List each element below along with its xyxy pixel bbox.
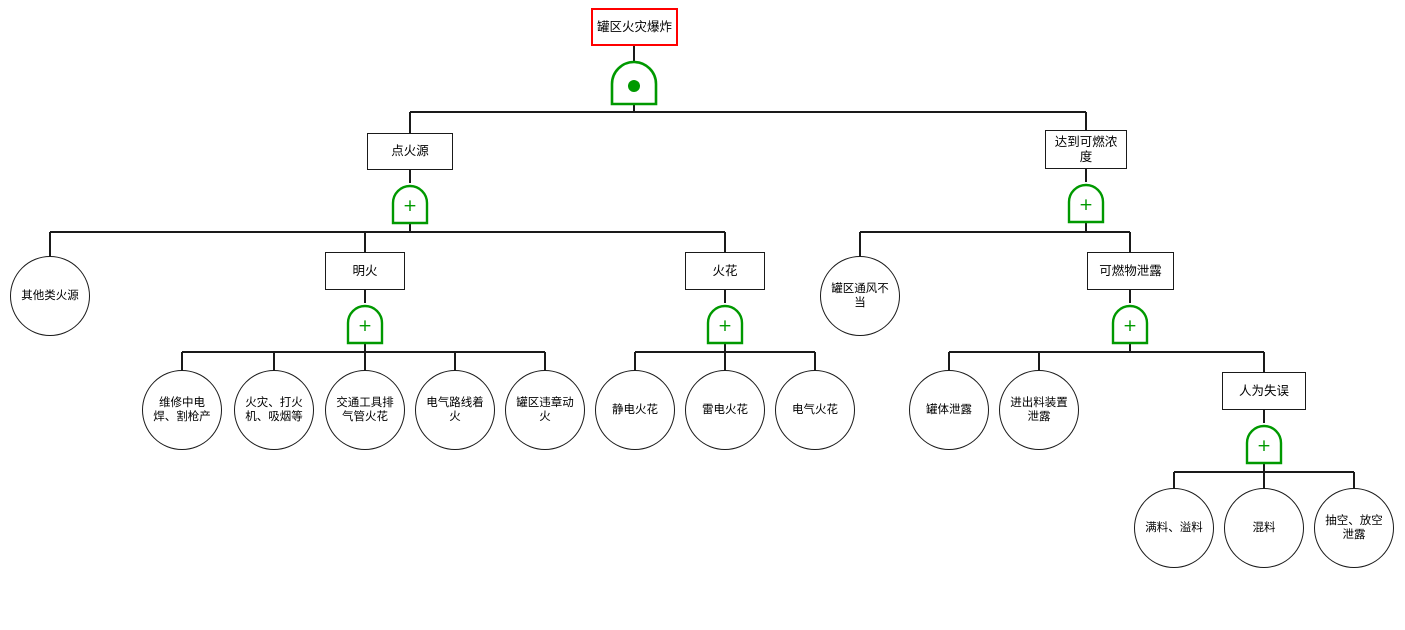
- svg-text:+: +: [358, 316, 372, 336]
- node-tank-body-leak[interactable]: 罐体泄露: [909, 370, 989, 450]
- svg-text:+: +: [1123, 316, 1137, 336]
- node-ignition-source-label: 点火源: [391, 143, 429, 159]
- node-bad-ventilation-label: 罐区通风不 当: [831, 281, 889, 309]
- node-top-event-label: 罐区火灾爆炸: [597, 18, 673, 34]
- node-lightning-spark[interactable]: 雷电火花: [685, 370, 765, 450]
- node-open-flame-label: 明火: [352, 262, 378, 278]
- node-vehicle-exhaust-spark[interactable]: 交通工具排 气管火花: [325, 370, 405, 450]
- node-lightning-spark-label: 雷电火花: [702, 402, 748, 417]
- or-gate-open-flame: +: [346, 304, 384, 345]
- svg-text:+: +: [1257, 436, 1271, 456]
- node-illegal-hot-work[interactable]: 罐区违章动 火: [505, 370, 585, 450]
- node-human-error[interactable]: 人为失误: [1222, 372, 1306, 410]
- node-evacuation-venting-leak-label: 抽空、放空 泄露: [1325, 513, 1383, 541]
- node-fire-lighter-smoking[interactable]: 火灾、打火 机、吸烟等: [234, 370, 314, 450]
- node-fire-lighter-smoking-label: 火灾、打火 机、吸烟等: [245, 395, 303, 423]
- or-gate-ignition-source: +: [391, 184, 429, 225]
- svg-text:+: +: [718, 316, 732, 336]
- node-overfill-spill-label: 满料、溢料: [1145, 520, 1203, 535]
- node-spark[interactable]: 火花: [685, 252, 765, 290]
- or-gate-human-error: +: [1245, 424, 1283, 465]
- node-flammable-concentration-label: 达到可燃浓 度: [1054, 133, 1118, 164]
- node-human-error-label: 人为失误: [1238, 382, 1289, 398]
- svg-text:+: +: [403, 196, 417, 216]
- node-welding-cutting-label: 维修中电 焊、割枪产: [153, 395, 211, 423]
- node-electric-line-fire-label: 电气路线着 火: [426, 395, 484, 423]
- node-overfill-spill[interactable]: 满料、溢料: [1134, 488, 1214, 568]
- node-electric-line-fire[interactable]: 电气路线着 火: [415, 370, 495, 450]
- node-static-spark[interactable]: 静电火花: [595, 370, 675, 450]
- and-gate-top-event: [610, 60, 658, 106]
- or-gate-flammable-concentration: +: [1067, 183, 1105, 224]
- node-other-fire-sources-label: 其他类火源: [21, 288, 79, 303]
- node-open-flame[interactable]: 明火: [325, 252, 405, 290]
- node-electrical-spark-label: 电气火花: [792, 402, 838, 417]
- node-tank-body-leak-label: 罐体泄露: [926, 402, 972, 417]
- node-evacuation-venting-leak[interactable]: 抽空、放空 泄露: [1314, 488, 1394, 568]
- node-static-spark-label: 静电火花: [612, 402, 658, 417]
- node-combustible-leak-label: 可燃物泄露: [1099, 262, 1162, 278]
- or-gate-spark: +: [706, 304, 744, 345]
- node-bad-ventilation[interactable]: 罐区通风不 当: [820, 256, 900, 336]
- node-flammable-concentration[interactable]: 达到可燃浓 度: [1045, 130, 1127, 169]
- svg-text:+: +: [1079, 195, 1093, 215]
- node-mixed-material[interactable]: 混料: [1224, 488, 1304, 568]
- node-combustible-leak[interactable]: 可燃物泄露: [1087, 252, 1174, 290]
- node-vehicle-exhaust-spark-label: 交通工具排 气管火花: [336, 395, 394, 423]
- node-spark-label: 火花: [712, 262, 738, 278]
- node-ignition-source[interactable]: 点火源: [367, 133, 453, 170]
- node-loading-device-leak[interactable]: 进出料装置 泄露: [999, 370, 1079, 450]
- node-welding-cutting[interactable]: 维修中电 焊、割枪产: [142, 370, 222, 450]
- node-electrical-spark[interactable]: 电气火花: [775, 370, 855, 450]
- node-other-fire-sources[interactable]: 其他类火源: [10, 256, 90, 336]
- or-gate-combustible-leak: +: [1111, 304, 1149, 345]
- node-loading-device-leak-label: 进出料装置 泄露: [1010, 395, 1068, 423]
- node-top-event[interactable]: 罐区火灾爆炸: [591, 8, 678, 46]
- node-mixed-material-label: 混料: [1252, 520, 1276, 535]
- node-illegal-hot-work-label: 罐区违章动 火: [516, 395, 574, 423]
